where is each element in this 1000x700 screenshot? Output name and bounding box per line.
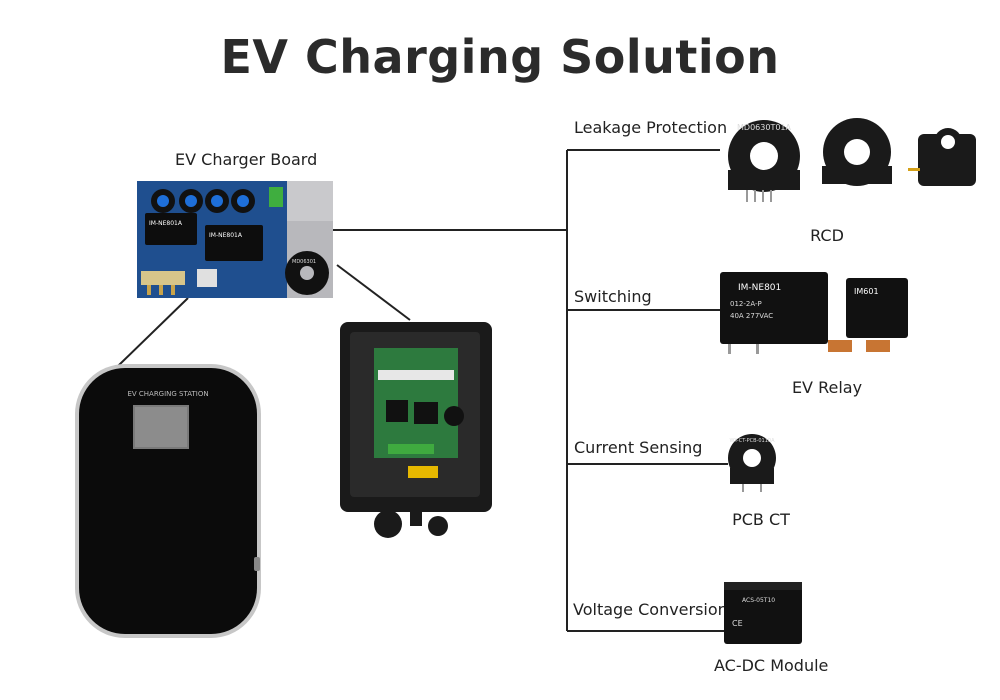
branch-label-switching: Switching <box>574 287 652 306</box>
acdc-ce-mark: CE <box>732 619 743 628</box>
board-relay-text-1: IM-NE801A <box>149 220 183 227</box>
charging-station-image: EV CHARGING STATION <box>75 364 261 638</box>
relay-small: IM601 <box>828 278 908 352</box>
relay-small-text: IM601 <box>854 287 879 296</box>
board-relay-text-2: IM-NE801A <box>209 232 243 239</box>
branch-label-voltage: Voltage Conversion <box>573 600 728 619</box>
pcb-ct-text: WY-CT-PCB-0110A <box>730 438 776 444</box>
pcb-ct-image: WY-CT-PCB-0110A <box>728 434 776 492</box>
relay-large-sub2: 40A 277VAC <box>730 312 773 320</box>
relay-large-text: IM-NE801 <box>738 283 781 293</box>
rcd-sensor-text: MD0630T01A <box>737 123 791 132</box>
charger-box-image <box>340 322 492 538</box>
relay-large: IM-NE801 012-2A-P 40A 277VAC <box>720 272 828 354</box>
rcd-sensor-1: MD0630T01A <box>728 120 800 202</box>
acdc-module-text: ACS-05T10 <box>742 597 775 604</box>
ev-relay-image: IM-NE801 012-2A-P 40A 277VAC IM601 <box>720 272 908 354</box>
acdc-module-image: ACS-05T10 CE <box>724 582 802 644</box>
branch-label-leakage: Leakage Protection <box>574 118 728 137</box>
charger-board-image: IM-NE801A IM-NE801A MD06301 <box>137 181 333 298</box>
board-rcd-text: MD06301 <box>292 259 316 265</box>
caption-ev-relay: EV Relay <box>791 378 863 397</box>
board-label: EV Charger Board <box>175 150 318 169</box>
station-screen-text: EV CHARGING STATION <box>127 390 208 398</box>
branch-label-current: Current Sensing <box>574 438 703 457</box>
rcd-products-image: MD0630T01A <box>728 118 976 202</box>
board-to-box-line <box>336 264 411 321</box>
caption-pcb-ct: PCB CT <box>732 510 790 529</box>
caption-rcd: RCD <box>810 226 844 245</box>
caption-acdc-module: AC-DC Module <box>714 656 829 675</box>
page-title: EV Charging Solution <box>220 30 780 84</box>
rcd-sensor-2 <box>822 118 892 186</box>
board-to-station-line <box>117 297 189 367</box>
relay-large-sub1: 012-2A-P <box>730 300 762 308</box>
rcd-sensor-3 <box>908 128 976 186</box>
